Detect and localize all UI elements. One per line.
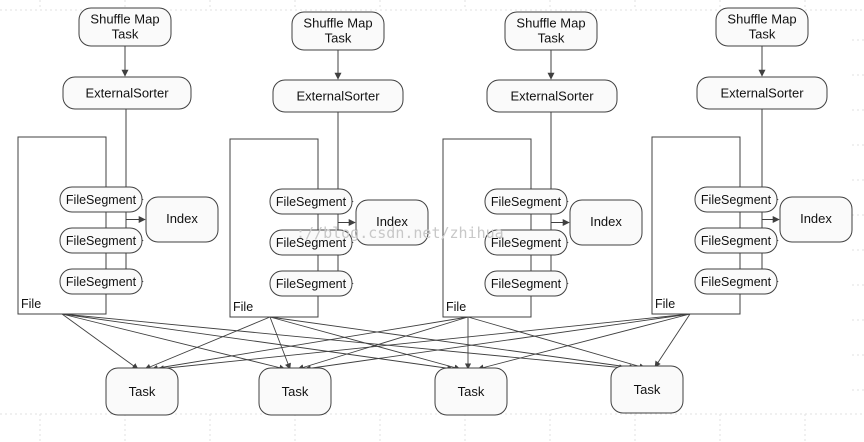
file-segment-label: FileSegment — [66, 193, 137, 207]
file-segment-label: FileSegment — [276, 195, 347, 209]
reduce-task-label: Task — [458, 384, 485, 399]
file-segment-node — [694, 227, 778, 254]
file-to-task-arrow — [304, 313, 691, 372]
index-label: Index — [376, 214, 408, 229]
file-label: File — [655, 297, 675, 311]
index-node — [145, 196, 219, 243]
file-segment-label: FileSegment — [491, 236, 562, 250]
external-sorter-label: ExternalSorter — [720, 85, 804, 100]
map-groups: Shuffle MapTaskExternalSorterFileFileSeg… — [17, 7, 853, 318]
reduce-task-node — [610, 365, 684, 414]
shuffle-map-task-node — [504, 11, 598, 51]
external-sorter-node — [272, 79, 404, 113]
file-segment-label: FileSegment — [701, 234, 772, 248]
index-node — [355, 199, 429, 246]
file-segment-label: FileSegment — [491, 195, 562, 209]
shuffle-map-task-label: Shuffle Map — [727, 11, 796, 26]
file-to-task-arrow — [269, 316, 636, 371]
external-sorter-node — [696, 76, 828, 110]
file-segment-label: FileSegment — [701, 193, 772, 207]
shuffle-map-task-node — [291, 11, 385, 51]
file-segment-label: FileSegment — [491, 277, 562, 291]
shuffle-map-task-label: Task — [325, 30, 352, 45]
file-segment-node — [59, 268, 143, 295]
file-segment-label: FileSegment — [66, 275, 137, 289]
file-to-task-arrow — [157, 313, 691, 372]
file-segment-label: FileSegment — [276, 236, 347, 250]
file-segment-node — [694, 268, 778, 295]
file-segment-node — [59, 186, 143, 213]
file-segment-label: FileSegment — [276, 277, 347, 291]
file-to-task-arrow — [269, 316, 461, 371]
reduce-task-node — [258, 367, 332, 416]
shuffle-map-task-label: Shuffle Map — [516, 15, 585, 30]
index-label: Index — [166, 211, 198, 226]
reduce-tasks: Task Task Task Task — [105, 365, 684, 416]
index-node — [569, 199, 643, 246]
file-segment-label: FileSegment — [66, 234, 137, 248]
shuffle-map-task-label: Shuffle Map — [90, 11, 159, 26]
external-sorter-label: ExternalSorter — [85, 85, 169, 100]
file-label: File — [446, 300, 466, 314]
file-to-task-arrow — [297, 316, 469, 371]
file-segment-node — [484, 188, 568, 215]
reduce-task-node — [105, 367, 179, 416]
reduce-task-node — [434, 367, 508, 416]
file-segment-node — [269, 188, 353, 215]
index-label: Index — [590, 214, 622, 229]
shuffle-map-task-label: Shuffle Map — [303, 15, 372, 30]
external-sorter-label: ExternalSorter — [296, 88, 380, 103]
shuffle-map-task-label: Task — [112, 26, 139, 41]
file-to-task-arrow — [144, 316, 271, 370]
reduce-task-label: Task — [129, 384, 156, 399]
file-to-task-arrow — [61, 313, 139, 370]
shuffle-map-task-node — [715, 7, 809, 47]
external-sorter-node — [486, 79, 618, 113]
watermark: ://blog.csdn.net/zhihua — [296, 224, 504, 242]
file-segment-label: FileSegment — [701, 275, 772, 289]
file-segment-node — [59, 227, 143, 254]
file-label: File — [21, 297, 41, 311]
file-label: File — [233, 300, 253, 314]
file-to-task-arrow — [61, 313, 454, 372]
file-segment-node — [484, 229, 568, 256]
reduce-task-label: Task — [282, 384, 309, 399]
shuffle-map-task-label: Task — [538, 30, 565, 45]
file-segment-node — [269, 270, 353, 297]
shuffle-map-task-label: Task — [749, 26, 776, 41]
file-to-task-arrow — [151, 316, 469, 372]
file-to-task-arrow — [61, 313, 286, 371]
file-segment-node — [269, 229, 353, 256]
external-sorter-label: ExternalSorter — [510, 88, 594, 103]
index-label: Index — [800, 211, 832, 226]
file-to-task-arrow — [61, 313, 626, 371]
external-sorter-node — [62, 76, 192, 110]
index-node — [779, 196, 853, 243]
file-to-task-arrow — [269, 316, 291, 370]
shuffle-map-task-node — [78, 7, 172, 47]
reduce-task-label: Task — [634, 382, 661, 397]
file-segment-node — [484, 270, 568, 297]
file-segment-node — [694, 186, 778, 213]
file-to-task-arrow — [477, 313, 691, 371]
file-to-task-arrow — [654, 313, 691, 368]
file-to-task-arrow — [467, 316, 646, 370]
